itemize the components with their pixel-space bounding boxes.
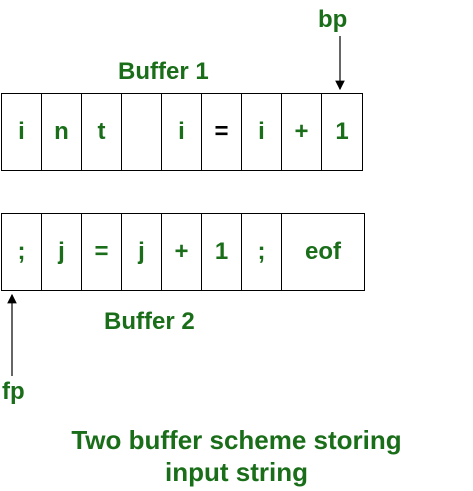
buffer2-title: Buffer 2 bbox=[104, 308, 195, 335]
buffer1-cell bbox=[122, 94, 162, 170]
buffer2-cell: ; bbox=[2, 214, 42, 290]
buffer2-cell: + bbox=[162, 214, 202, 290]
buffer1-cell: i bbox=[2, 94, 42, 170]
buffer1-cell: = bbox=[202, 94, 242, 170]
buffer1-cell: + bbox=[282, 94, 322, 170]
buffer2-cell: ; bbox=[242, 214, 282, 290]
buffer2-cell: j bbox=[122, 214, 162, 290]
buffer1-title: Buffer 1 bbox=[118, 58, 209, 85]
caption-line-1: Two buffer scheme storing bbox=[71, 425, 402, 455]
buffer2: ; j = j + 1 ; eof bbox=[1, 213, 365, 291]
diagram-caption: Two buffer scheme storing input string bbox=[0, 424, 473, 488]
buffer1-cell: 1 bbox=[335, 118, 349, 145]
buffer2-cell: = bbox=[82, 214, 122, 290]
buffer2-cell: j bbox=[42, 214, 82, 290]
buffer2-cell: 1 bbox=[202, 214, 242, 290]
buffer1: i n t i = i + 1 bbox=[1, 93, 363, 171]
bp-label: bp bbox=[318, 6, 348, 33]
buffer1-cell: i bbox=[242, 94, 282, 170]
buffer1-cell: t bbox=[82, 94, 122, 170]
fp-label: fp bbox=[2, 378, 25, 405]
caption-line-2: input string bbox=[165, 457, 308, 487]
buffer2-cell: eof bbox=[305, 238, 341, 265]
buffer1-cell: n bbox=[42, 94, 82, 170]
buffer1-cell: i bbox=[162, 94, 202, 170]
